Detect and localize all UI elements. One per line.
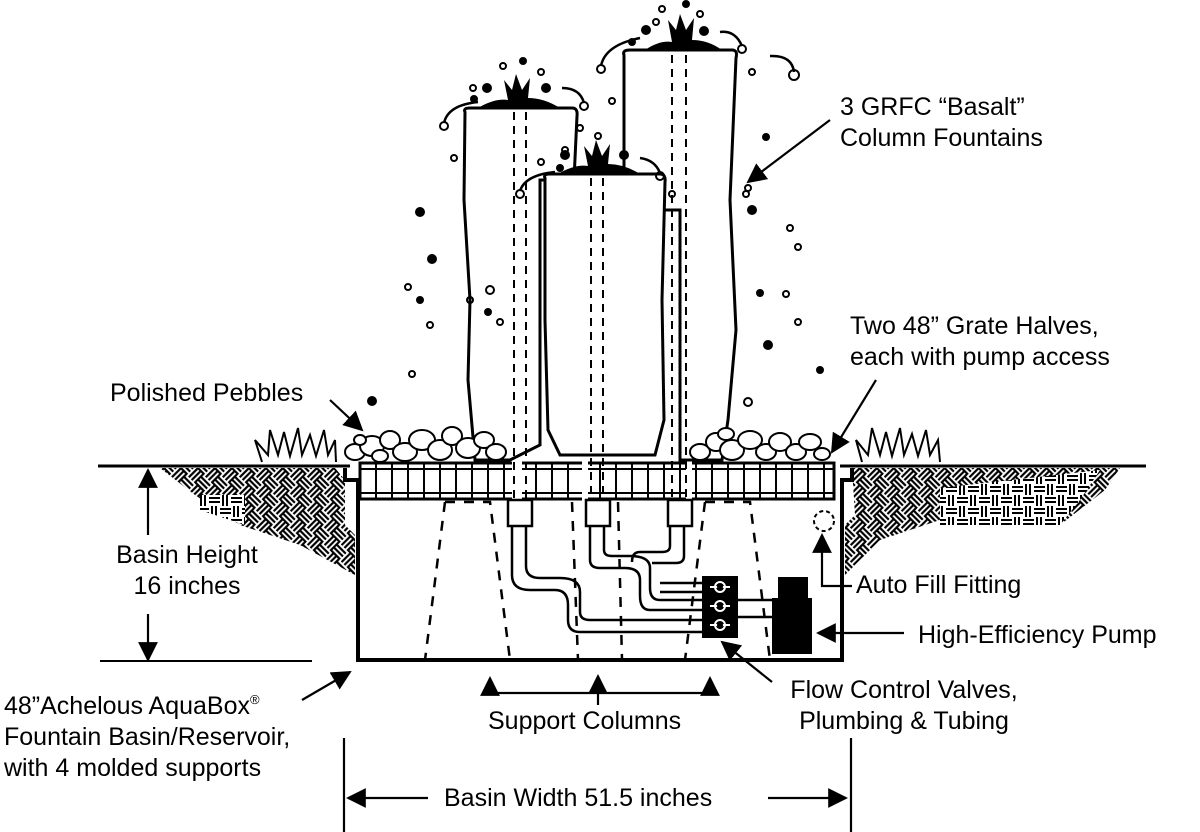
label-basin-height-line2: 16 inches <box>133 572 241 600</box>
polished-pebbles-left <box>344 426 507 463</box>
soil-left <box>160 468 355 575</box>
arrow-valves <box>720 640 773 683</box>
grate-halves <box>358 460 836 504</box>
basalt-column-left <box>462 106 579 462</box>
label-support-columns: Support Columns <box>488 707 682 735</box>
basalt-column-tall <box>622 48 738 462</box>
grass-left-icon <box>254 427 337 463</box>
label-basin-line3: with 4 molded supports <box>4 754 262 782</box>
column-top-plants-icon <box>478 14 722 174</box>
label-basin: 48”Achelous AquaBox® Fountain Basin/Rese… <box>4 684 290 784</box>
arrow-grate <box>830 379 877 454</box>
label-valves-line1: Flow Control Valves, <box>790 676 1018 704</box>
label-auto-fill: Auto Fill Fitting <box>856 571 1022 599</box>
standpipe-couplers <box>506 498 694 528</box>
label-grate-line1: Two 48” Grate Halves, <box>850 312 1099 340</box>
arrow-columns <box>746 119 831 184</box>
water-droplets <box>367 0 824 407</box>
auto-fill-fitting-icon <box>813 510 835 532</box>
label-columns-line2: Column Fountains <box>840 124 1043 152</box>
basalt-column-center <box>543 172 667 457</box>
arrow-auto-fill <box>812 533 852 588</box>
label-basin-height: Basin Height 16 inches <box>92 540 282 602</box>
arrow-pebbles <box>329 399 364 432</box>
label-basin-width: Basin Width 51.5 inches <box>444 784 713 812</box>
label-basin-line2: Fountain Basin/Reservoir, <box>4 723 291 751</box>
registered-mark: ® <box>250 692 260 707</box>
high-efficiency-pump-icon <box>772 577 812 654</box>
leader-arrows <box>138 119 904 832</box>
label-basin-name: 48”Achelous AquaBox <box>4 692 251 720</box>
label-valves-line2: Plumbing & Tubing <box>799 707 1009 735</box>
label-columns: 3 GRFC “Basalt” Column Fountains <box>840 92 1043 154</box>
polished-pebbles-right <box>689 427 831 461</box>
soil-basket-right <box>940 470 1100 525</box>
label-pump: High-Efficiency Pump <box>918 621 1157 649</box>
column-standpipes <box>513 55 687 520</box>
basin-reservoir <box>343 468 854 662</box>
label-basin-height-line1: Basin Height <box>116 541 258 569</box>
label-grate: Two 48” Grate Halves, each with pump acc… <box>850 311 1110 373</box>
water-arcs <box>442 30 796 192</box>
arrow-basin <box>301 671 352 701</box>
label-grate-line2: each with pump access <box>850 343 1110 371</box>
grass-right-icon <box>855 427 941 463</box>
plumbing-tubing <box>510 526 704 634</box>
label-columns-line1: 3 GRFC “Basalt” <box>840 93 1025 121</box>
label-pebbles: Polished Pebbles <box>110 379 304 407</box>
soil-basket-left <box>200 495 245 525</box>
label-valves: Flow Control Valves, Plumbing & Tubing <box>770 675 1038 737</box>
label-basin-line1: 48”Achelous AquaBox® <box>4 684 290 722</box>
flow-control-valves-icon <box>702 576 738 638</box>
